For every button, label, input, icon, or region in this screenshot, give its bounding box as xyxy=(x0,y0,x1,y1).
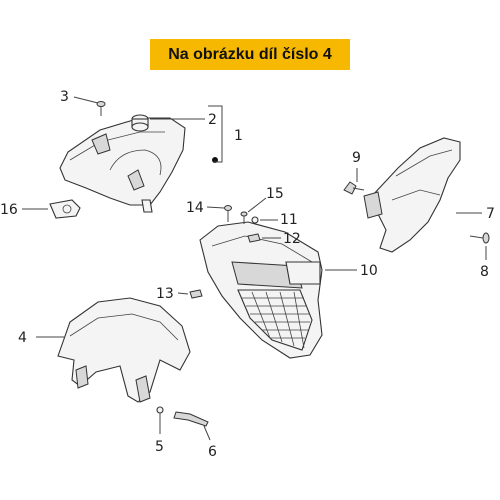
callout-12: 12 xyxy=(283,231,301,247)
callout-4: 4 xyxy=(18,330,27,346)
part-screw-15[interactable] xyxy=(240,211,248,224)
part-screw-3[interactable] xyxy=(96,101,106,117)
part-clip-13[interactable] xyxy=(189,289,203,299)
part-screw-8[interactable] xyxy=(469,232,490,244)
callout-15: 15 xyxy=(266,186,284,202)
part-bracket-16[interactable] xyxy=(49,199,81,219)
highlight-banner: Na obrázku díl číslo 4 xyxy=(150,39,350,70)
banner-text: Na obrázku díl číslo 4 xyxy=(168,45,332,63)
callout-10: 10 xyxy=(360,263,378,279)
callout-3: 3 xyxy=(60,89,69,105)
part-screw-14[interactable] xyxy=(224,205,232,223)
part-screw-6[interactable] xyxy=(173,411,209,427)
leader-15 xyxy=(247,197,267,213)
part-screw-9[interactable] xyxy=(343,181,365,195)
callout-2: 2 xyxy=(208,112,217,128)
callout-9: 9 xyxy=(352,150,361,166)
callout-14: 14 xyxy=(186,200,204,216)
callout-13: 13 xyxy=(156,286,174,302)
part-washer-5[interactable] xyxy=(156,406,164,414)
callout-11: 11 xyxy=(280,212,298,228)
callout-16: 16 xyxy=(0,202,18,218)
part-washer-11[interactable] xyxy=(251,216,259,224)
callout-8: 8 xyxy=(480,264,489,280)
leader-6 xyxy=(203,425,211,441)
part-clip-12[interactable] xyxy=(247,233,261,243)
callout-7: 7 xyxy=(486,206,495,222)
part-front-mudguard[interactable] xyxy=(57,297,191,403)
part-rubber-grommet[interactable] xyxy=(131,114,149,132)
part-rear-mudguard[interactable] xyxy=(363,137,461,253)
leader-13 xyxy=(177,292,189,295)
leader-3 xyxy=(73,96,99,104)
part-grille[interactable] xyxy=(237,289,313,351)
callout-6: 6 xyxy=(208,444,217,460)
callout-1: 1 xyxy=(234,128,243,144)
part-top-cover[interactable] xyxy=(59,117,186,213)
leader-14 xyxy=(206,206,225,209)
bracket-1 xyxy=(208,105,223,163)
callout-5: 5 xyxy=(155,439,164,455)
